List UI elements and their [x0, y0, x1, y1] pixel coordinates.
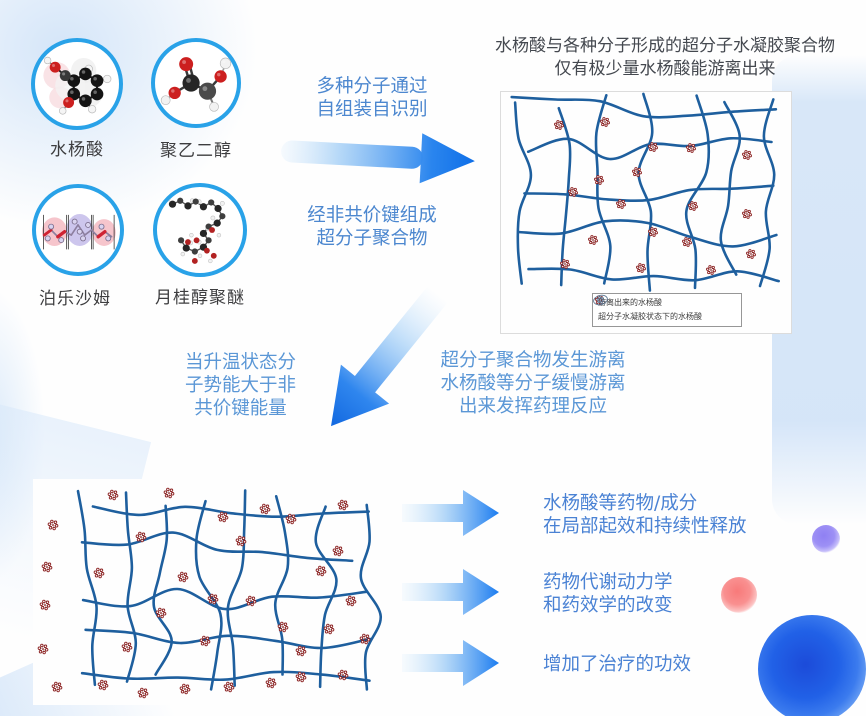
legend-row-bound: 超分子水凝胶状态下的水杨酸	[593, 294, 736, 322]
heating-note-line2: 子势能大于非	[184, 375, 296, 396]
assembly-note-top-line1: 多种分子通过	[316, 76, 428, 97]
decor-pink-dot	[721, 577, 757, 613]
salicylic-acid-art	[43, 56, 112, 115]
release-note: 超分子聚合物发生游离 水杨酸等分子缓慢游离 出来发挥药理反应	[433, 349, 633, 418]
outcome-3-line1: 增加了治疗的功效	[543, 654, 692, 675]
decor-blue-sphere	[758, 615, 866, 716]
poloxamer-molecule-image	[32, 184, 124, 276]
assembly-note-top-line2: 自组装自识别	[316, 99, 428, 120]
released-network-diagram	[33, 479, 390, 705]
outcome-1-line2: 在局部起效和持续性释放	[543, 516, 747, 537]
release-note-line3: 出来发挥药理反应	[458, 396, 607, 417]
molecule-label-salicylic-acid: 水杨酸	[50, 140, 104, 160]
release-note-line2: 水杨酸等分子缓慢游离	[440, 373, 626, 394]
outcome-text-2: 药物代谢动力学 和药效学的改变	[543, 571, 783, 617]
poloxamer-art	[41, 214, 116, 250]
salicylic-acid-molecule-image	[31, 38, 123, 130]
outcome-2-line1: 药物代谢动力学	[543, 572, 673, 593]
hydrogel-network-diagram: 游离出来的水杨酸 超分子水凝胶状态下的水杨酸	[500, 91, 792, 334]
heating-note: 当升温状态分 子势能大于非 共价键能量	[158, 351, 323, 420]
heating-note-line3: 共价键能量	[194, 398, 287, 419]
hydrogel-legend: 游离出来的水杨酸 超分子水凝胶状态下的水杨酸	[592, 293, 742, 327]
assembly-note-bottom: 经非共价键组成 超分子聚合物	[287, 204, 457, 250]
diagram-title-line1: 水杨酸与各种分子形成的超分子水凝胶聚合物	[495, 36, 835, 56]
assembly-note-bottom-line2: 超分子聚合物	[316, 228, 428, 249]
assembly-arrow-icon	[281, 133, 475, 184]
heating-note-line1: 当升温状态分	[184, 352, 296, 373]
decor-purple-dot	[812, 525, 840, 553]
outcome-2-line2: 和药效学的改变	[543, 595, 673, 616]
diagram-title-line2: 仅有极少量水杨酸能游离出来	[554, 59, 776, 79]
assembly-note-bottom-line1: 经非共价键组成	[307, 205, 437, 226]
outcome-1-line1: 水杨酸等药物/成分	[543, 493, 698, 514]
laureth-molecule-image	[153, 183, 247, 277]
polyethylene-glycol-molecule-image	[151, 38, 241, 128]
legend-label-bound: 超分子水凝胶状态下的水杨酸	[598, 312, 702, 322]
released-network-art	[37, 487, 382, 699]
polyethylene-glycol-art	[160, 57, 232, 112]
outcome-arrow-icon-2	[402, 569, 499, 615]
outcome-arrow-icon-1	[402, 490, 499, 536]
hydrogel-bound-salicylic-acid-icon	[593, 294, 608, 306]
heating-arrow-icon	[331, 285, 449, 427]
hydrogel-network-art	[510, 92, 780, 292]
release-note-line1: 超分子聚合物发生游离	[440, 350, 626, 371]
diagram-title: 水杨酸与各种分子形成的超分子水凝胶聚合物 仅有极少量水杨酸能游离出来	[470, 35, 860, 81]
outcome-text-3: 增加了治疗的功效	[543, 653, 783, 676]
outcome-arrow-icon-3	[402, 640, 499, 686]
legend-label-free: 游离出来的水杨酸	[598, 298, 662, 308]
laureth-art	[165, 196, 226, 264]
molecule-label-laureth: 月桂醇聚醚	[155, 288, 245, 308]
molecule-label-polyethylene-glycol: 聚乙二醇	[160, 141, 232, 161]
molecule-label-poloxamer: 泊乐沙姆	[39, 289, 111, 309]
assembly-note-top: 多种分子通过 自组装自识别	[287, 75, 457, 121]
outcome-text-1: 水杨酸等药物/成分 在局部起效和持续性释放	[543, 492, 783, 538]
